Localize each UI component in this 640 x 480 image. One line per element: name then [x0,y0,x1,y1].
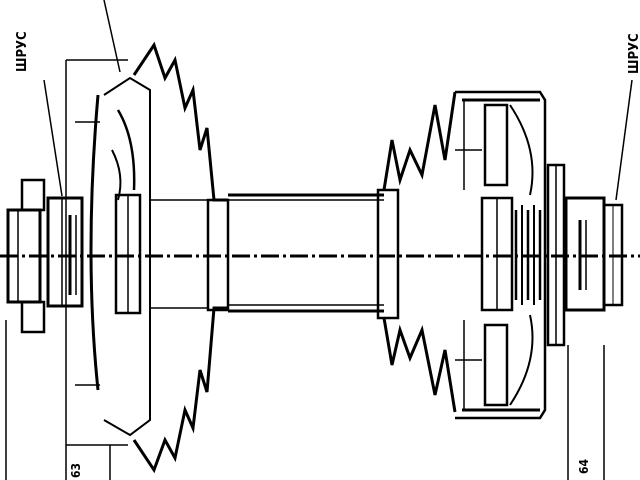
right-boot [376,91,457,413]
left-boot [132,41,230,474]
dimension-lines [5,0,633,480]
label-bottom-left: 63 [69,463,83,478]
right-joint-housing [455,90,547,420]
right-spline-teeth [514,205,542,305]
right-stub-end [546,163,624,347]
label-bottom-right: 64 [577,458,591,474]
left-spline-section [46,196,84,308]
shaft [228,193,384,313]
label-top-left: ШРУС [15,31,30,72]
label-top-right: ШРУС [627,33,640,74]
left-stub-end [6,178,46,334]
left-joint-housing [65,59,151,446]
